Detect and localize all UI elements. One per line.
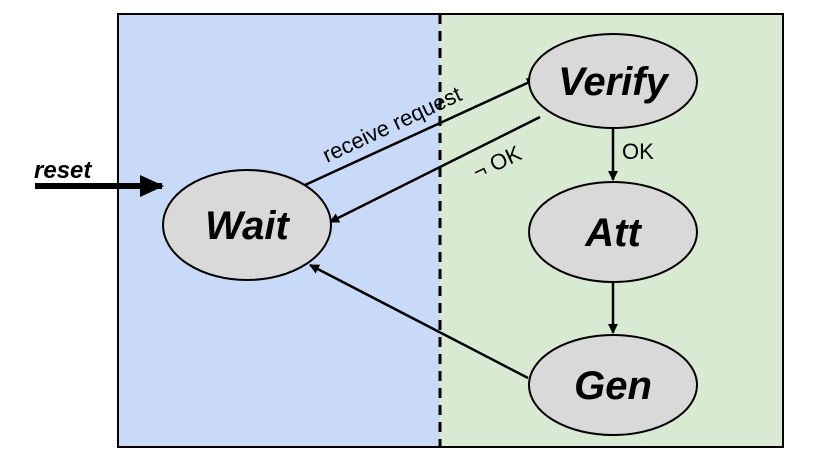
node-gen: Gen — [528, 334, 698, 436]
node-att-label: Att — [584, 211, 642, 255]
node-verify: Verify — [528, 33, 698, 129]
node-verify-label: Verify — [558, 60, 669, 104]
edge-receive-request — [304, 77, 537, 187]
reset-label: reset — [34, 157, 92, 184]
edge-ok-label: OK — [622, 139, 654, 164]
node-wait: Wait — [162, 169, 332, 281]
edge-not-ok — [329, 115, 541, 224]
node-gen-label: Gen — [574, 364, 652, 408]
node-att: Att — [528, 181, 698, 283]
diagram-border — [117, 13, 784, 448]
edge-gen-to-wait — [309, 263, 529, 380]
node-wait-label: Wait — [205, 204, 290, 248]
